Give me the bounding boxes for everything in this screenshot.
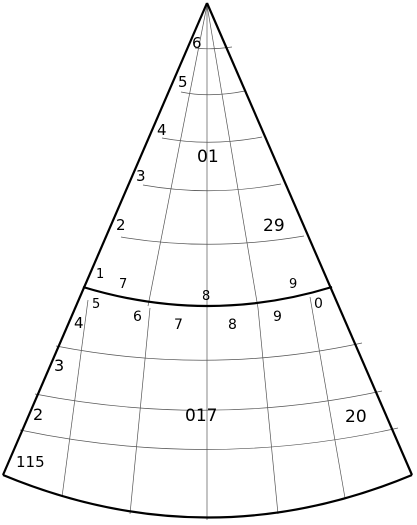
upper-bottom-tick-2: 8: [202, 289, 210, 304]
lower-meridian-4: [257, 307, 279, 515]
lower-top-tick-2: 7: [174, 317, 183, 333]
lower-top-tick-3: 8: [228, 317, 237, 333]
lower-arc-2: [34, 390, 383, 411]
outer-arc: [2, 473, 413, 519]
lower-edge-tick-3: 3: [54, 356, 64, 375]
upper-bottom-tick-1: 7: [119, 277, 127, 292]
lower-zone-name: 017: [185, 406, 217, 426]
lower-arc-3: [19, 427, 399, 450]
lower-top-tick-4: 9: [273, 309, 282, 325]
lower-meridian-5: [309, 296, 346, 499]
left-edge: [1, 2, 209, 476]
lower-meridian-2: [129, 307, 151, 515]
upper-zone-side-label: 29: [263, 216, 285, 236]
upper-zone-name: 01: [197, 147, 219, 167]
lower-edge-tick-1: 5: [92, 297, 100, 312]
upper-meridian-1: [147, 4, 208, 307]
sector-outline: [1, 2, 414, 519]
grid-lines: [19, 4, 399, 520]
lower-edge-tick-4: 2: [33, 405, 43, 424]
lower-edge-tick-2: 4: [74, 314, 84, 332]
upper-edge-tick-5: 2: [116, 216, 126, 234]
upper-edge-tick-1: 6: [192, 34, 202, 52]
upper-meridian-3: [206, 4, 259, 309]
upper-bottom-tick-3: 9: [289, 277, 297, 292]
upper-arc-4: [142, 183, 282, 192]
zone-boundary-arc: [82, 285, 333, 308]
lower-zone-side-label: 20: [345, 407, 367, 427]
lower-meridian-1: [61, 299, 89, 498]
upper-arc-3: [161, 136, 263, 143]
lower-zone-labels: 5 4 3 2 115 6 7 8 9 0 017 20: [16, 296, 367, 471]
upper-arc-2: [180, 90, 246, 96]
upper-edge-tick-4: 3: [136, 167, 146, 185]
lower-edge-tick-5: 115: [16, 453, 45, 471]
upper-arc-5: [120, 235, 305, 245]
upper-edge-tick-2: 5: [178, 73, 188, 91]
lower-top-tick-1: 6: [133, 309, 142, 325]
lower-arc-1: [55, 342, 363, 361]
upper-edge-tick-6: 1: [96, 267, 104, 282]
right-edge: [205, 2, 414, 476]
upper-edge-tick-3: 4: [157, 121, 167, 139]
lower-top-tick-5: 0: [314, 296, 323, 312]
upper-zone-labels: 6 5 4 3 2 1 01 29 7 8 9: [96, 34, 297, 304]
upper-arc-1: [194, 46, 233, 50]
